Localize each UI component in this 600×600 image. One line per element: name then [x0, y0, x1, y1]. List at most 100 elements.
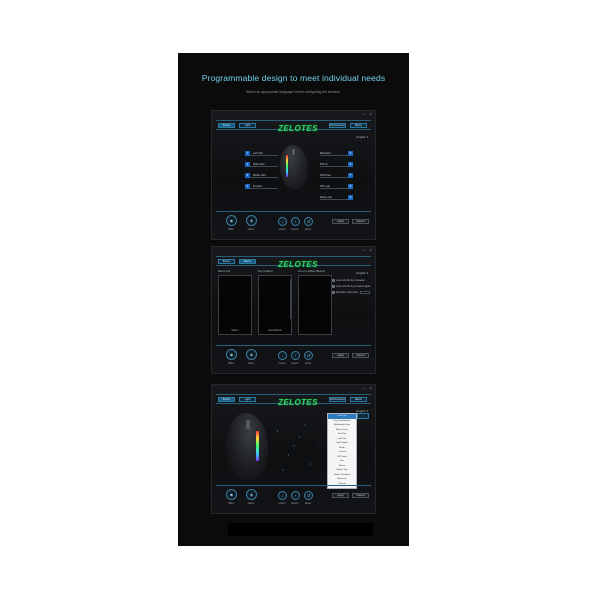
loop-option-released[interactable]: Loop until the key released	[332, 279, 365, 282]
mouse-button-4[interactable]: 4 Forward	[245, 184, 278, 189]
mouse-button-1[interactable]: 1 Left Click	[245, 151, 278, 156]
dropdown-item[interactable]: DPI Loop	[337, 455, 347, 458]
scrollbar[interactable]	[290, 279, 292, 319]
import-button[interactable]: ↓	[278, 217, 287, 226]
tab-performance[interactable]: Performance	[329, 397, 346, 402]
loop-option-pressed-again[interactable]: Loop until the key pressed again	[332, 285, 370, 288]
game-mode-button[interactable]: ◈	[246, 215, 257, 226]
top-navigation-bar: Button Light ZELOTES Performance Macro	[216, 394, 371, 407]
language-select[interactable]: English▾	[357, 135, 369, 139]
import-button[interactable]: ↓	[278, 491, 287, 500]
game-icon: ◈	[249, 218, 254, 223]
minimize-icon[interactable]: –	[363, 112, 366, 118]
dropdown-item[interactable]: Light Switch	[336, 442, 348, 444]
cycle-times-input[interactable]	[360, 291, 370, 294]
cancel-button[interactable]: Cancel	[352, 353, 369, 358]
cancel-button[interactable]: Cancel	[352, 493, 369, 498]
minimize-icon[interactable]: –	[363, 248, 366, 254]
tab-performance[interactable]: Performance	[329, 123, 346, 128]
dropdown-item[interactable]: Key Combination	[333, 419, 351, 422]
export-button[interactable]: ↑	[291, 351, 300, 360]
reset-button[interactable]: ↺	[304, 351, 313, 360]
function-dropdown-list[interactable]: Left Click Key Combination Multimedia Ke…	[327, 413, 357, 489]
language-select[interactable]: English▾	[357, 409, 369, 413]
export-button[interactable]: ↑	[291, 491, 300, 500]
tab-button[interactable]: Button	[218, 259, 235, 264]
dropdown-item[interactable]: Macro	[338, 464, 346, 467]
game-mode-button[interactable]: ◈	[246, 349, 257, 360]
export-icon: ↑	[294, 219, 297, 224]
language-select[interactable]: English▾	[357, 271, 369, 275]
macro-list-title: Macro List	[218, 270, 230, 273]
dropdown-item[interactable]: Cancel	[338, 451, 346, 453]
export-label: Export	[291, 502, 299, 505]
close-icon[interactable]: ×	[369, 248, 372, 254]
import-icon: ↓	[281, 353, 284, 358]
dropdown-item[interactable]: Shortcuts	[337, 478, 347, 480]
close-icon[interactable]: ×	[369, 112, 372, 118]
reset-button[interactable]: ↺	[304, 217, 313, 226]
reset-icon: ↺	[306, 219, 311, 224]
game-mode-button[interactable]: ◈	[246, 489, 257, 500]
dropdown-toggle[interactable]	[357, 413, 369, 419]
dropdown-item[interactable]: Multimedia Keys	[333, 424, 351, 426]
reset-button[interactable]: ↺	[304, 491, 313, 500]
minimize-icon[interactable]: –	[363, 386, 366, 392]
dropdown-item[interactable]: Button Disabled	[334, 473, 350, 476]
mouse-button-6[interactable]: DPI Up 6	[320, 162, 353, 167]
dropdown-item[interactable]: Basic Funcs	[336, 428, 348, 431]
tab-light[interactable]: Light	[239, 397, 256, 402]
particle-background	[272, 419, 327, 479]
tab-macro[interactable]: Macro	[350, 397, 367, 402]
office-mode-button[interactable]: ◉	[226, 215, 237, 226]
apply-button[interactable]: Apply	[332, 219, 349, 224]
insert-delete-label[interactable]: Insert/Delete	[268, 329, 282, 332]
tab-button[interactable]: Button	[218, 397, 235, 402]
export-button[interactable]: ↑	[291, 217, 300, 226]
software-window-button-settings: – × Button Light ZELOTES Performance Mac…	[211, 110, 376, 240]
dropdown-item[interactable]: Mode Loop	[336, 469, 348, 471]
tab-light[interactable]: Light	[239, 123, 256, 128]
office-icon: ◉	[229, 218, 234, 223]
export-icon: ↑	[294, 353, 297, 358]
dropdown-item[interactable]: Fire	[340, 460, 344, 462]
reset-icon: ↺	[306, 493, 311, 498]
dropdown-item[interactable]: Left Click	[337, 437, 347, 440]
mouse-button-3[interactable]: 3 Middle Click	[245, 173, 278, 178]
poster-headline: Programmable design to meet individual n…	[201, 73, 386, 83]
modified-list-panel[interactable]	[298, 275, 332, 335]
office-mode-button[interactable]: ◉	[226, 489, 237, 500]
button-number: 9	[348, 195, 353, 200]
key-macro-panel[interactable]: Insert/Delete	[258, 275, 292, 335]
dropdown-item[interactable]: Left Click	[328, 414, 356, 419]
tab-macro[interactable]: Macro	[239, 259, 256, 264]
button-number: 3	[245, 173, 250, 178]
button-function-label: Backward	[320, 152, 331, 155]
apply-button[interactable]: Apply	[332, 353, 349, 358]
dropdown-item[interactable]: Fire Key	[337, 433, 347, 435]
reset-icon: ↺	[306, 353, 311, 358]
office-mode-button[interactable]: ◉	[226, 349, 237, 360]
import-label: Import	[278, 502, 286, 505]
macro-list-panel[interactable]: Macro	[218, 275, 252, 335]
dropdown-item[interactable]: Mode	[339, 446, 345, 449]
close-icon[interactable]: ×	[369, 386, 372, 392]
game-icon: ◈	[249, 492, 254, 497]
mouse-button-8[interactable]: DPI Loop 8	[320, 184, 353, 189]
tab-button[interactable]: Button	[218, 123, 235, 128]
cancel-button[interactable]: Cancel	[352, 219, 369, 224]
button-number: 2	[245, 162, 250, 167]
mouse-button-9[interactable]: Mode Loop 9	[320, 195, 353, 200]
macro-footer-label[interactable]: Macro	[231, 329, 239, 332]
dropdown-item[interactable]: Default	[338, 482, 346, 485]
import-button[interactable]: ↓	[278, 351, 287, 360]
loop-option-cycle-times[interactable]: Specified cycle times	[332, 291, 358, 294]
mouse-button-7[interactable]: DPI Down 7	[320, 173, 353, 178]
button-function-label: Forward	[253, 185, 262, 188]
tab-macro[interactable]: Macro	[350, 123, 367, 128]
top-navigation-bar: Button Macro ZELOTES	[216, 256, 371, 269]
mouse-button-5[interactable]: Backward 5	[320, 151, 353, 156]
export-icon: ↑	[294, 493, 297, 498]
mouse-button-2[interactable]: 2 Right Click	[245, 162, 278, 167]
apply-button[interactable]: Apply	[332, 493, 349, 498]
